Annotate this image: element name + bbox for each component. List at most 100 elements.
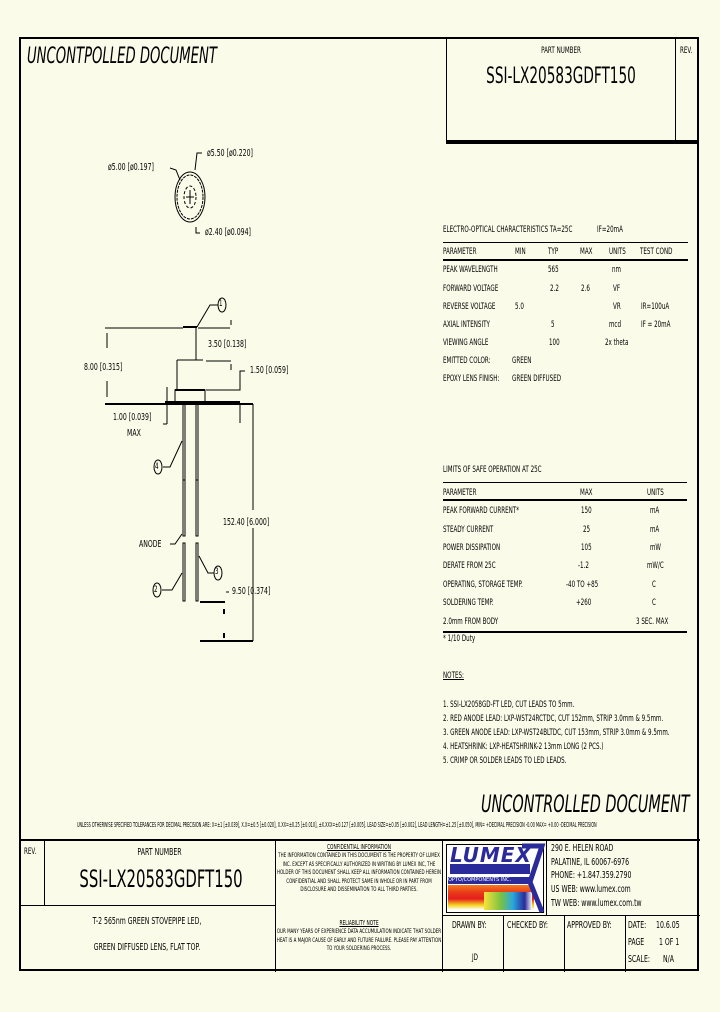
- dim-standoff: 1.00 [0.039]: [113, 412, 152, 423]
- uncontrolled-watermark-bottom: UNCONTROLLED DOCUMENT: [481, 790, 690, 818]
- tb-divider: [442, 915, 700, 916]
- header-part-number: SSI-LX20583GDFT150: [486, 64, 636, 89]
- tb-divider: [44, 841, 45, 905]
- eo-table-rule-top: [443, 242, 688, 243]
- safe-op-title: LIMITS OF SAFE OPERATION AT 25C: [443, 465, 542, 475]
- safe-cell: 25: [583, 525, 591, 535]
- approved-by-label: APPROVED BY:: [567, 920, 612, 931]
- drawing-frame: [19, 37, 699, 971]
- safe-cell: C: [652, 580, 656, 590]
- safe-op-rule-top: [443, 482, 687, 483]
- date-value: 10.6.05: [656, 920, 680, 931]
- anode-label: ANODE: [139, 539, 162, 550]
- eo-col-max: MAX: [580, 247, 593, 257]
- eo-cell: 100: [549, 338, 560, 348]
- confidential-text: THE INFORMATION CONTAINED IN THIS DOCUME…: [276, 851, 442, 893]
- safe-cell: +260: [576, 598, 592, 608]
- header-part-number-label: PART NUMBER: [541, 46, 581, 56]
- note-item-3: 3. GREEN ANODE LEAD: LXP-WST24BLTDC, CUT…: [443, 728, 670, 738]
- callout-2: 2: [154, 585, 158, 595]
- confidential-box: THE INFORMATION CONTAINED IN THIS DOCUME…: [276, 851, 442, 907]
- notes-title: NOTES:: [443, 671, 464, 681]
- safe-cell: 3 SEC. MAX: [636, 617, 669, 627]
- eo-cell: EPOXY LENS FINISH:: [443, 374, 500, 384]
- eo-cell: 2.2: [550, 284, 559, 294]
- tb-divider: [275, 841, 276, 972]
- reliability-box: OUR MANY YEARS OF EXPERIENCE DATA ACCUMU…: [276, 927, 442, 963]
- safe-cell: mW/C: [647, 561, 664, 571]
- safe-cell: SOLDERING TEMP.: [443, 598, 494, 608]
- tb-description-line1: T-2 565nm GREEN STOVEPIPE LED,: [92, 916, 202, 927]
- note-item-2: 2. RED ANODE LEAD: LXP-WST24RCTDC, CUT 1…: [443, 714, 664, 724]
- dim-strip-length: 9.50 [0.374]: [232, 586, 271, 597]
- safe-col-units: UNITS: [647, 488, 664, 498]
- tolerance-note: UNLESS OTHERWISE SPECIFIED TOLERANCES FO…: [77, 821, 597, 829]
- phone: PHONE: +1.847.359.2790: [551, 870, 632, 881]
- safe-cell: mA: [650, 506, 660, 516]
- dim-inner-diameter: ø2.40 [ø0.094]: [205, 227, 251, 238]
- drawn-by-value: JD: [472, 953, 478, 963]
- eo-cell: 5: [551, 320, 555, 330]
- safe-cell: 105: [581, 543, 592, 553]
- tb-part-number: SSI-LX20583GDFT150: [79, 865, 243, 893]
- reliability-text: OUR MANY YEARS OF EXPERIENCE DATA ACCUMU…: [276, 927, 442, 952]
- safe-op-rule-bottom: [443, 631, 687, 633]
- safe-cell: mA: [650, 525, 660, 535]
- eo-table-condition: IF=20mA: [597, 225, 623, 235]
- tb-divider: [442, 841, 443, 972]
- safe-col-parameter: PARAMETER: [443, 488, 477, 498]
- address-line-2: PALATINE, IL 60067-6976: [551, 857, 630, 868]
- tw-web-link[interactable]: TW WEB: www.lumex.com.tw: [551, 898, 642, 909]
- confidential-title: CONFIDENTIAL INFORMATION: [327, 843, 391, 851]
- dim-outer-diameter: ø5.00 [ø0.197]: [108, 162, 154, 173]
- tb-divider: [19, 905, 275, 906]
- scale-value: N/A: [663, 954, 674, 965]
- address-line-1: 290 E. HELEN ROAD: [551, 843, 614, 854]
- safe-cell: 2.0mm FROM BODY: [443, 617, 499, 627]
- us-web-link[interactable]: US WEB: www.lumex.com: [551, 884, 631, 895]
- eo-col-parameter: PARAMETER: [443, 247, 477, 257]
- eo-cell: 5.0: [515, 302, 524, 312]
- logo-wordmark: LUMEX: [450, 843, 532, 867]
- dim-standoff-max: MAX: [127, 428, 141, 439]
- eo-cell: IF = 20mA: [641, 320, 671, 330]
- safe-op-footnote: * 1/10 Duty: [443, 634, 476, 644]
- scale-label: SCALE:: [628, 954, 650, 965]
- eo-col-units: UNITS: [609, 247, 626, 257]
- eo-cell: GREEN DIFFUSED: [512, 374, 562, 384]
- page-label: PAGE: [628, 937, 645, 948]
- eo-cell: VR: [613, 302, 621, 312]
- reliability-title: RELIABILITY NOTE: [339, 919, 379, 927]
- dim-flange-diameter: ø5.50 [ø0.220]: [207, 148, 253, 159]
- drawn-by-label: DRAWN BY:: [452, 920, 487, 931]
- eo-cell: IR=100uA: [641, 302, 670, 312]
- safe-cell: -40 TO +85: [566, 580, 599, 590]
- tb-part-number-label: PART NUMBER: [137, 847, 182, 858]
- safe-cell: C: [652, 598, 656, 608]
- safe-cell: DERATE FROM 25C: [443, 561, 496, 571]
- callout-1: 1: [219, 299, 223, 309]
- uncontrolled-watermark-top: UNCONTPOLLED DOCUMENT: [27, 44, 217, 69]
- safe-cell: POWER DISSIPATION: [443, 543, 501, 553]
- eo-cell: REVERSE VOLTAGE: [443, 302, 496, 312]
- eo-table-rule-header: [443, 259, 688, 261]
- tb-description-line2: GREEN DIFFUSED LENS, FLAT TOP.: [93, 942, 201, 953]
- eo-cell: 2.6: [581, 284, 590, 294]
- safe-cell: OPERATING, STORAGE TEMP.: [443, 580, 523, 590]
- note-item-4: 4. HEATSHRINK: LXP-HEATSHRINK-2 13mm LON…: [443, 742, 604, 752]
- header-divider: [446, 140, 699, 144]
- page-value: 1 OF 1: [659, 937, 680, 948]
- eo-cell: VIEWING ANGLE: [443, 338, 489, 348]
- eo-cell: nm: [612, 265, 621, 275]
- eo-cell: AXIAL INTENSITY: [443, 320, 490, 330]
- eo-cell: PEAK WAVELENGTH: [443, 265, 498, 275]
- safe-cell: mW: [650, 543, 661, 553]
- safe-cell: 150: [581, 506, 592, 516]
- eo-cell: FORWARD VOLTAGE: [443, 284, 499, 294]
- eo-col-test-cond: TEST COND: [640, 247, 673, 257]
- callout-3: 3: [215, 567, 219, 577]
- tb-divider: [503, 915, 504, 972]
- eo-cell: EMITTED COLOR:: [443, 356, 491, 366]
- lumex-logo: LUMEX OPTO/COMPONENTS INC.: [444, 842, 546, 915]
